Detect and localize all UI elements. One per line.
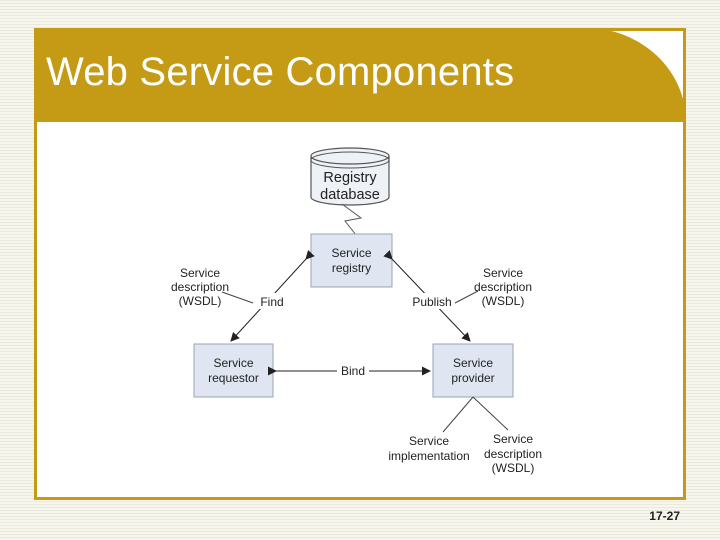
bottom-service-description: Service description (WSDL) [484, 432, 542, 475]
service-provider-box[interactable]: Service provider [432, 343, 514, 398]
publish-label-bg [410, 293, 456, 309]
registry-database: Registry database [310, 147, 390, 206]
service-requestor-label-line1: Service [213, 356, 253, 370]
left-desc-line3: (WSDL) [179, 294, 222, 308]
right-service-description: Service description (WSDL) [474, 266, 532, 308]
left-service-description: Service description (WSDL) [171, 266, 229, 308]
registry-database-top [310, 147, 390, 165]
right-desc-line1: Service [483, 266, 523, 280]
find-label: Find [260, 295, 283, 309]
service-requestor-rect [193, 343, 274, 398]
service-registry-box[interactable]: Service registry [310, 233, 393, 288]
service-registry-label-line2: registry [332, 261, 371, 275]
service-implementation-line2: implementation [388, 449, 469, 463]
service-implementation: Service implementation [388, 434, 469, 463]
registry-link-lightning [341, 203, 363, 236]
left-desc-line1: Service [180, 266, 220, 280]
registry-database-label-line2: database [320, 187, 380, 203]
bind-label-bg [337, 363, 369, 379]
title-bar [34, 28, 686, 122]
find-label-bg [256, 293, 290, 309]
right-desc-connector [454, 290, 479, 304]
slide-title: Web Service Components [46, 50, 515, 94]
service-registry-label-line1: Service [331, 246, 371, 260]
left-desc-connector [221, 291, 254, 304]
left-desc-line2: description [171, 280, 229, 294]
service-implementation-line1: Service [409, 434, 449, 448]
registry-database-label-line1: Registry [323, 170, 377, 186]
right-desc-line2: description [474, 280, 532, 294]
service-provider-rect [432, 343, 514, 398]
service-provider-label-line1: Service [453, 356, 493, 370]
bottom-desc-connector [472, 396, 509, 431]
publish-label: Publish [412, 295, 451, 309]
bottom-desc-line2: description [484, 447, 542, 461]
bottom-desc-line1: Service [493, 432, 533, 446]
bottom-desc-line3: (WSDL) [492, 461, 535, 475]
bind-label: Bind [341, 364, 365, 378]
right-desc-line3: (WSDL) [482, 294, 525, 308]
implementation-connector [442, 396, 474, 433]
registry-database-body [310, 156, 390, 206]
service-provider-label-line2: provider [451, 371, 494, 385]
slide-number: 17-27 [649, 509, 680, 523]
service-requestor-box[interactable]: Service requestor [193, 343, 274, 398]
registry-database-ring [310, 151, 390, 169]
service-requestor-label-line2: requestor [208, 371, 259, 385]
